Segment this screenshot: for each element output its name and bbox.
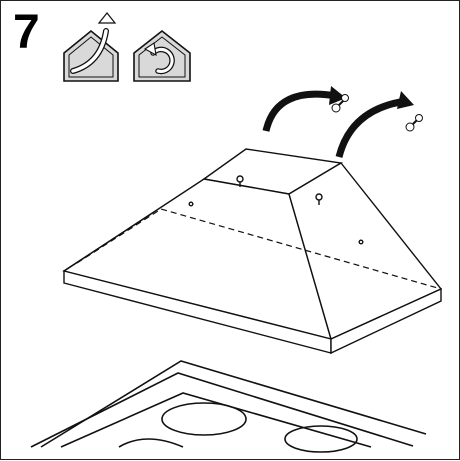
step-number: 7 [13,6,40,59]
screw-removal-arrows [262,86,414,158]
cooktop-hob [30,360,427,453]
cooker-hood-canopy [62,148,443,355]
extraction-mode-icon [63,12,119,82]
screw-icon [331,94,349,113]
recirculation-mode-icon [133,29,191,82]
screw-icon [405,114,423,132]
